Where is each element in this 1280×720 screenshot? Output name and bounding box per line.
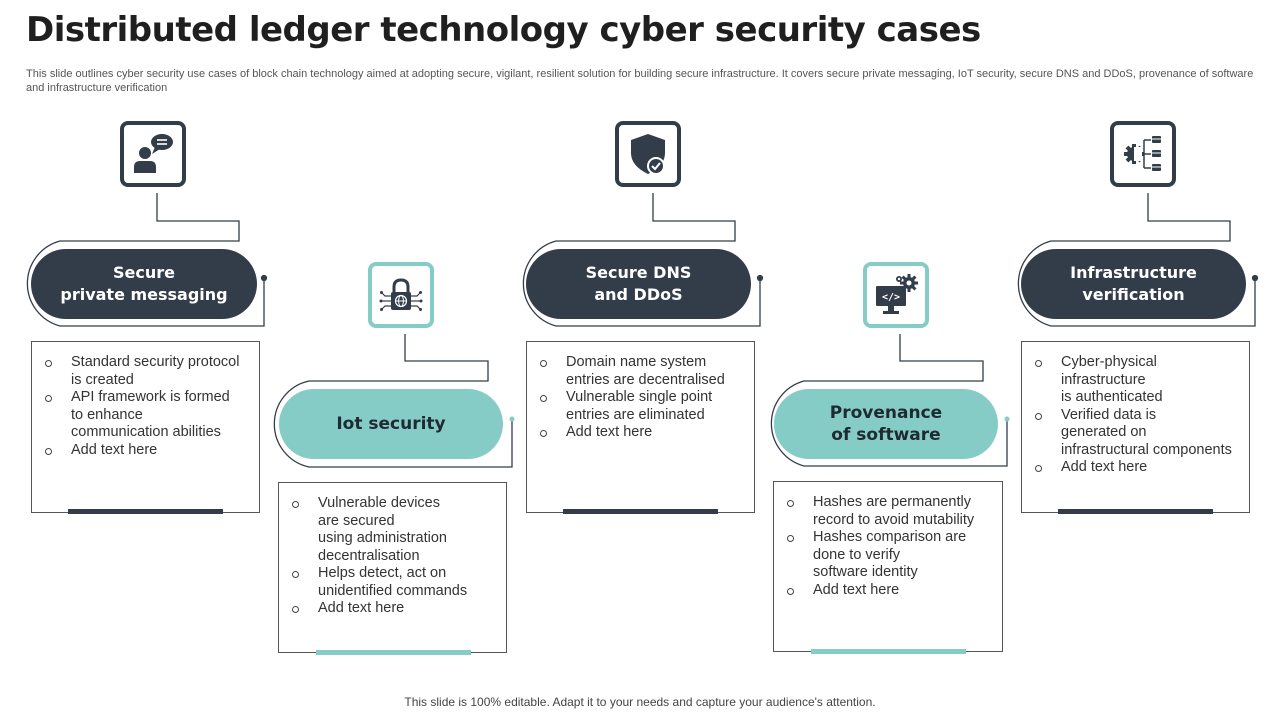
network-lock-icon (368, 262, 434, 328)
page-title: Distributed ledger technology cyber secu… (26, 10, 981, 50)
case-card-provenance-of-software: Hashes are permanently record to avoid m… (773, 481, 1003, 652)
list-item: Helps detect, act on unidentified comman… (289, 565, 494, 600)
svg-text:</>: </> (882, 292, 900, 303)
list-item: Add text here (42, 442, 247, 460)
list-item: Add text here (1032, 459, 1237, 477)
list-item: Vulnerable devices are secured using adm… (289, 495, 494, 565)
page-subtitle: This slide outlines cyber security use c… (26, 68, 1254, 94)
code-monitor-gear-icon: </> (863, 262, 929, 328)
case-card-infrastructure-verification: Cyber-physical infrastructure is authent… (1021, 341, 1250, 513)
case-card-iot-security: Vulnerable devices are secured using adm… (278, 482, 507, 653)
case-title-secure-private-messaging: Secure private messaging (31, 249, 257, 319)
list-item: Vulnerable single point entries are elim… (537, 389, 742, 424)
list-item: Add text here (537, 424, 742, 442)
card-accent-bar (68, 509, 223, 514)
list-item: Add text here (784, 582, 990, 600)
card-accent-bar (563, 509, 718, 514)
card-accent-bar (316, 650, 471, 655)
list-item: Domain name system entries are decentral… (537, 354, 742, 389)
case-title-infrastructure-verification: Infrastructure verification (1021, 249, 1246, 319)
case-card-secure-dns-ddos: Domain name system entries are decentral… (526, 341, 755, 513)
case-title-secure-dns-ddos: Secure DNS and DDoS (526, 249, 751, 319)
footer-note: This slide is 100% editable. Adapt it to… (404, 695, 876, 709)
shield-check-icon (615, 121, 681, 187)
list-item: Add text here (289, 600, 494, 618)
list-item: Hashes are permanently record to avoid m… (784, 494, 990, 529)
case-title-provenance-of-software: Provenance of software (774, 389, 998, 459)
gear-hierarchy-icon (1110, 121, 1176, 187)
list-item: API framework is formed to enhance commu… (42, 389, 247, 442)
list-item: Verified data is generated on infrastruc… (1032, 407, 1237, 460)
list-item: Cyber-physical infrastructure is authent… (1032, 354, 1237, 407)
card-accent-bar (811, 649, 966, 654)
list-item: Standard security protocol is created (42, 354, 247, 389)
user-chat-icon (120, 121, 186, 187)
case-title-iot-security: Iot security (279, 389, 503, 459)
card-accent-bar (1058, 509, 1213, 514)
list-item: Hashes comparison are done to verify sof… (784, 529, 990, 582)
case-card-secure-private-messaging: Standard security protocol is created AP… (31, 341, 260, 513)
